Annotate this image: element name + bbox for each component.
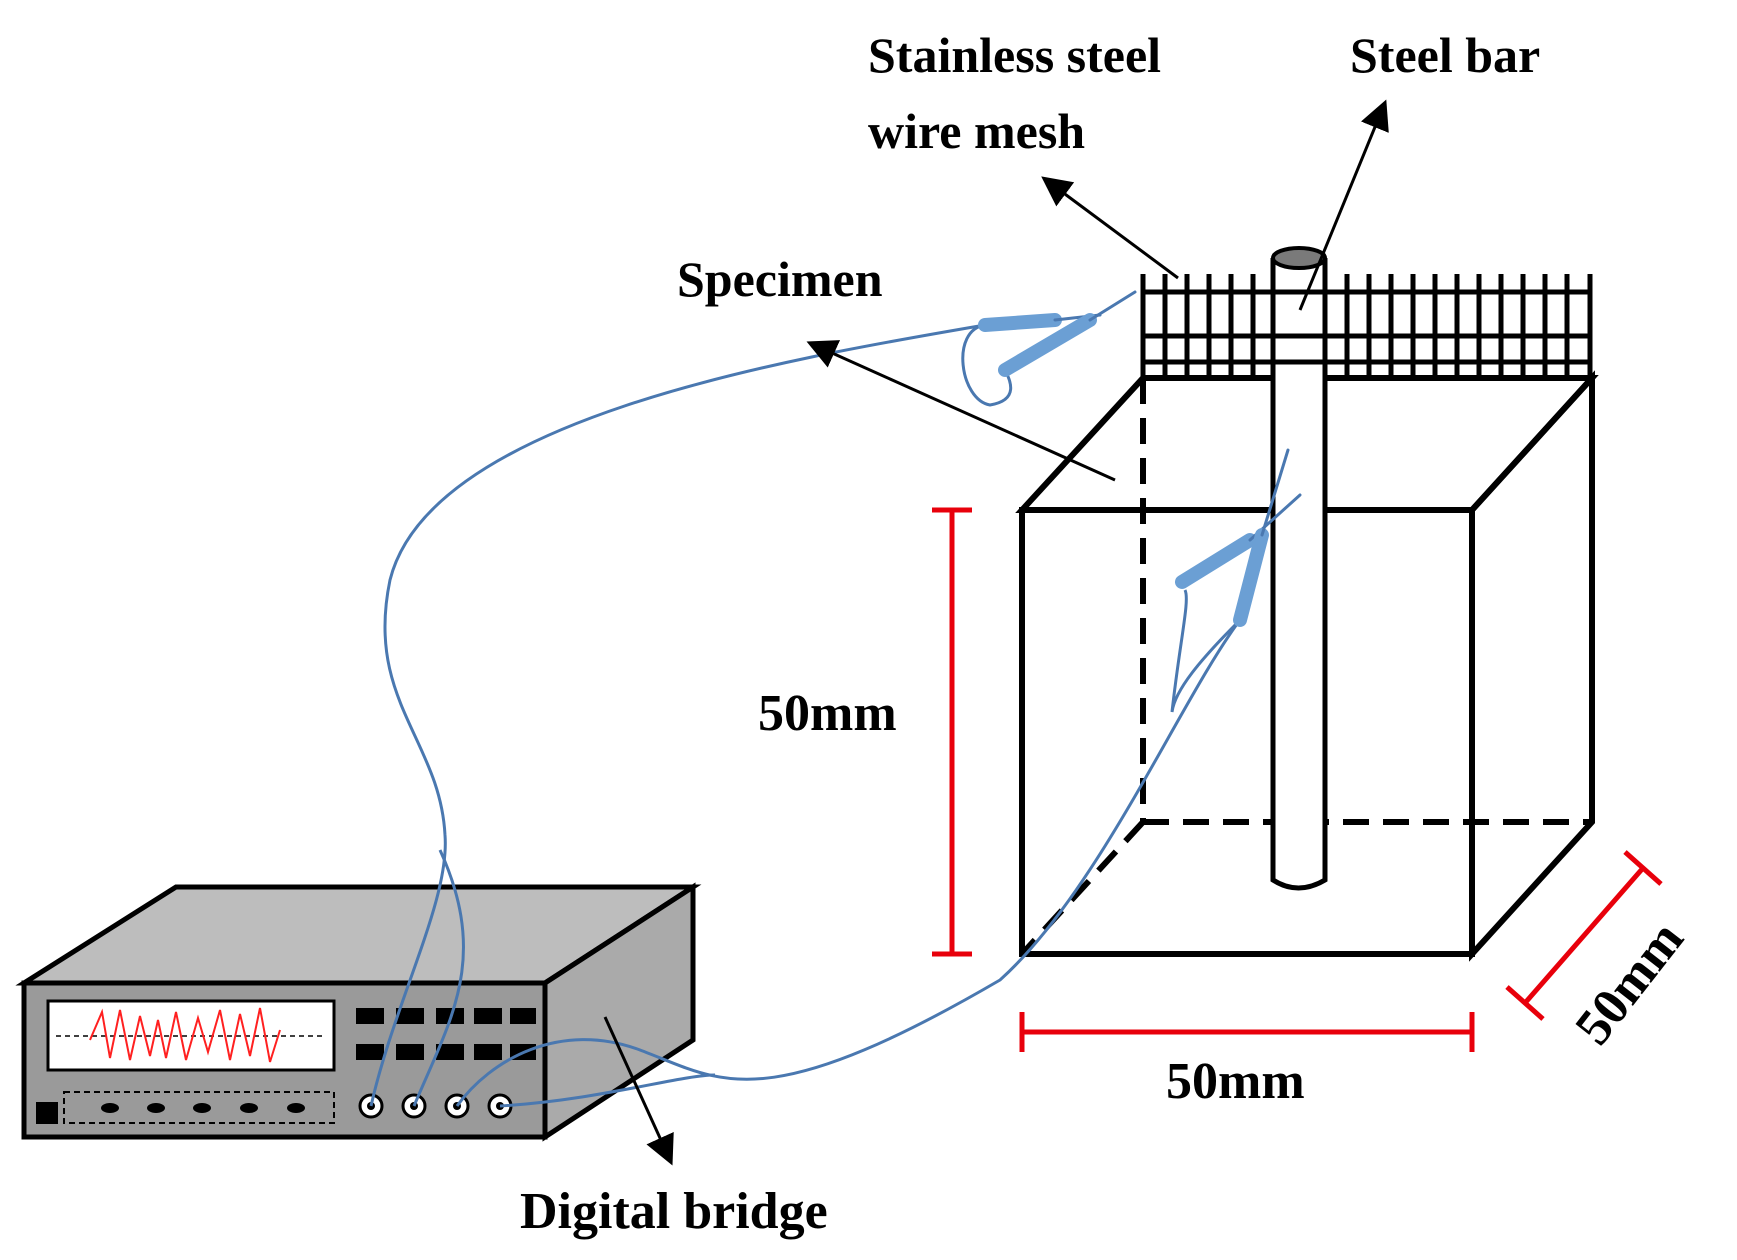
control-button bbox=[510, 1008, 536, 1024]
keypad-buttons bbox=[101, 1103, 305, 1113]
keypad-button bbox=[147, 1103, 165, 1113]
wire-to-bar bbox=[455, 619, 1242, 1107]
wire-to-bar-branch bbox=[499, 1073, 716, 1108]
hidden-edge bbox=[1019, 819, 1146, 957]
mesh-label-line1: Stainless steel bbox=[868, 27, 1161, 83]
height-dimension bbox=[932, 507, 972, 957]
control-button bbox=[474, 1008, 502, 1024]
width-dimension bbox=[1019, 1012, 1475, 1052]
cube-front-face bbox=[1019, 507, 1475, 957]
power-button bbox=[36, 1102, 58, 1124]
mesh-label-line2: wire mesh bbox=[868, 103, 1085, 159]
bar-clip-icon bbox=[1175, 448, 1302, 627]
keypad-button bbox=[101, 1103, 119, 1113]
steel-bar-pointer-arrow bbox=[1298, 99, 1389, 311]
steel-bar bbox=[1270, 246, 1328, 891]
device-keypad-panel bbox=[63, 1091, 335, 1124]
depth-dimension bbox=[1505, 850, 1663, 1021]
bar-clip-tail bbox=[1170, 589, 1242, 713]
lead-wires bbox=[369, 323, 1242, 1108]
bridge-label: Digital bridge bbox=[520, 1183, 828, 1240]
specimen-label: Specimen bbox=[677, 251, 883, 307]
signal-waveform bbox=[89, 1007, 281, 1063]
mesh-clip-icon bbox=[978, 290, 1137, 377]
control-button bbox=[396, 1044, 424, 1060]
pointer-arrows bbox=[603, 99, 1389, 1166]
cube-right-face bbox=[1469, 370, 1595, 962]
keypad-button bbox=[193, 1103, 211, 1113]
wire-mesh bbox=[1140, 274, 1593, 378]
mesh-clip-tail bbox=[961, 323, 1013, 407]
concrete-specimen-cube-icon bbox=[1015, 370, 1599, 962]
width-dimension-label: 50mm bbox=[1166, 1053, 1305, 1110]
keypad-button bbox=[240, 1103, 258, 1113]
device-screen bbox=[46, 999, 336, 1072]
control-button bbox=[356, 1044, 384, 1060]
digital-bridge-device-icon bbox=[15, 882, 702, 1142]
keypad-button bbox=[287, 1103, 305, 1113]
wire-to-mesh-branch bbox=[412, 849, 465, 1107]
dimension-lines bbox=[932, 507, 1663, 1052]
control-button bbox=[396, 1008, 424, 1024]
steel-bar-label: Steel bar bbox=[1350, 27, 1540, 83]
control-button bbox=[356, 1008, 384, 1024]
control-button bbox=[436, 1044, 464, 1060]
wire-to-mesh bbox=[369, 323, 986, 1107]
bridge-pointer-arrow bbox=[603, 1016, 674, 1166]
height-dimension-label: 50mm bbox=[758, 685, 897, 742]
specimen-pointer-arrow bbox=[806, 340, 1116, 482]
steel-bar-top bbox=[1271, 246, 1327, 270]
control-button bbox=[474, 1044, 502, 1060]
mesh-pointer-arrow bbox=[1041, 176, 1179, 280]
